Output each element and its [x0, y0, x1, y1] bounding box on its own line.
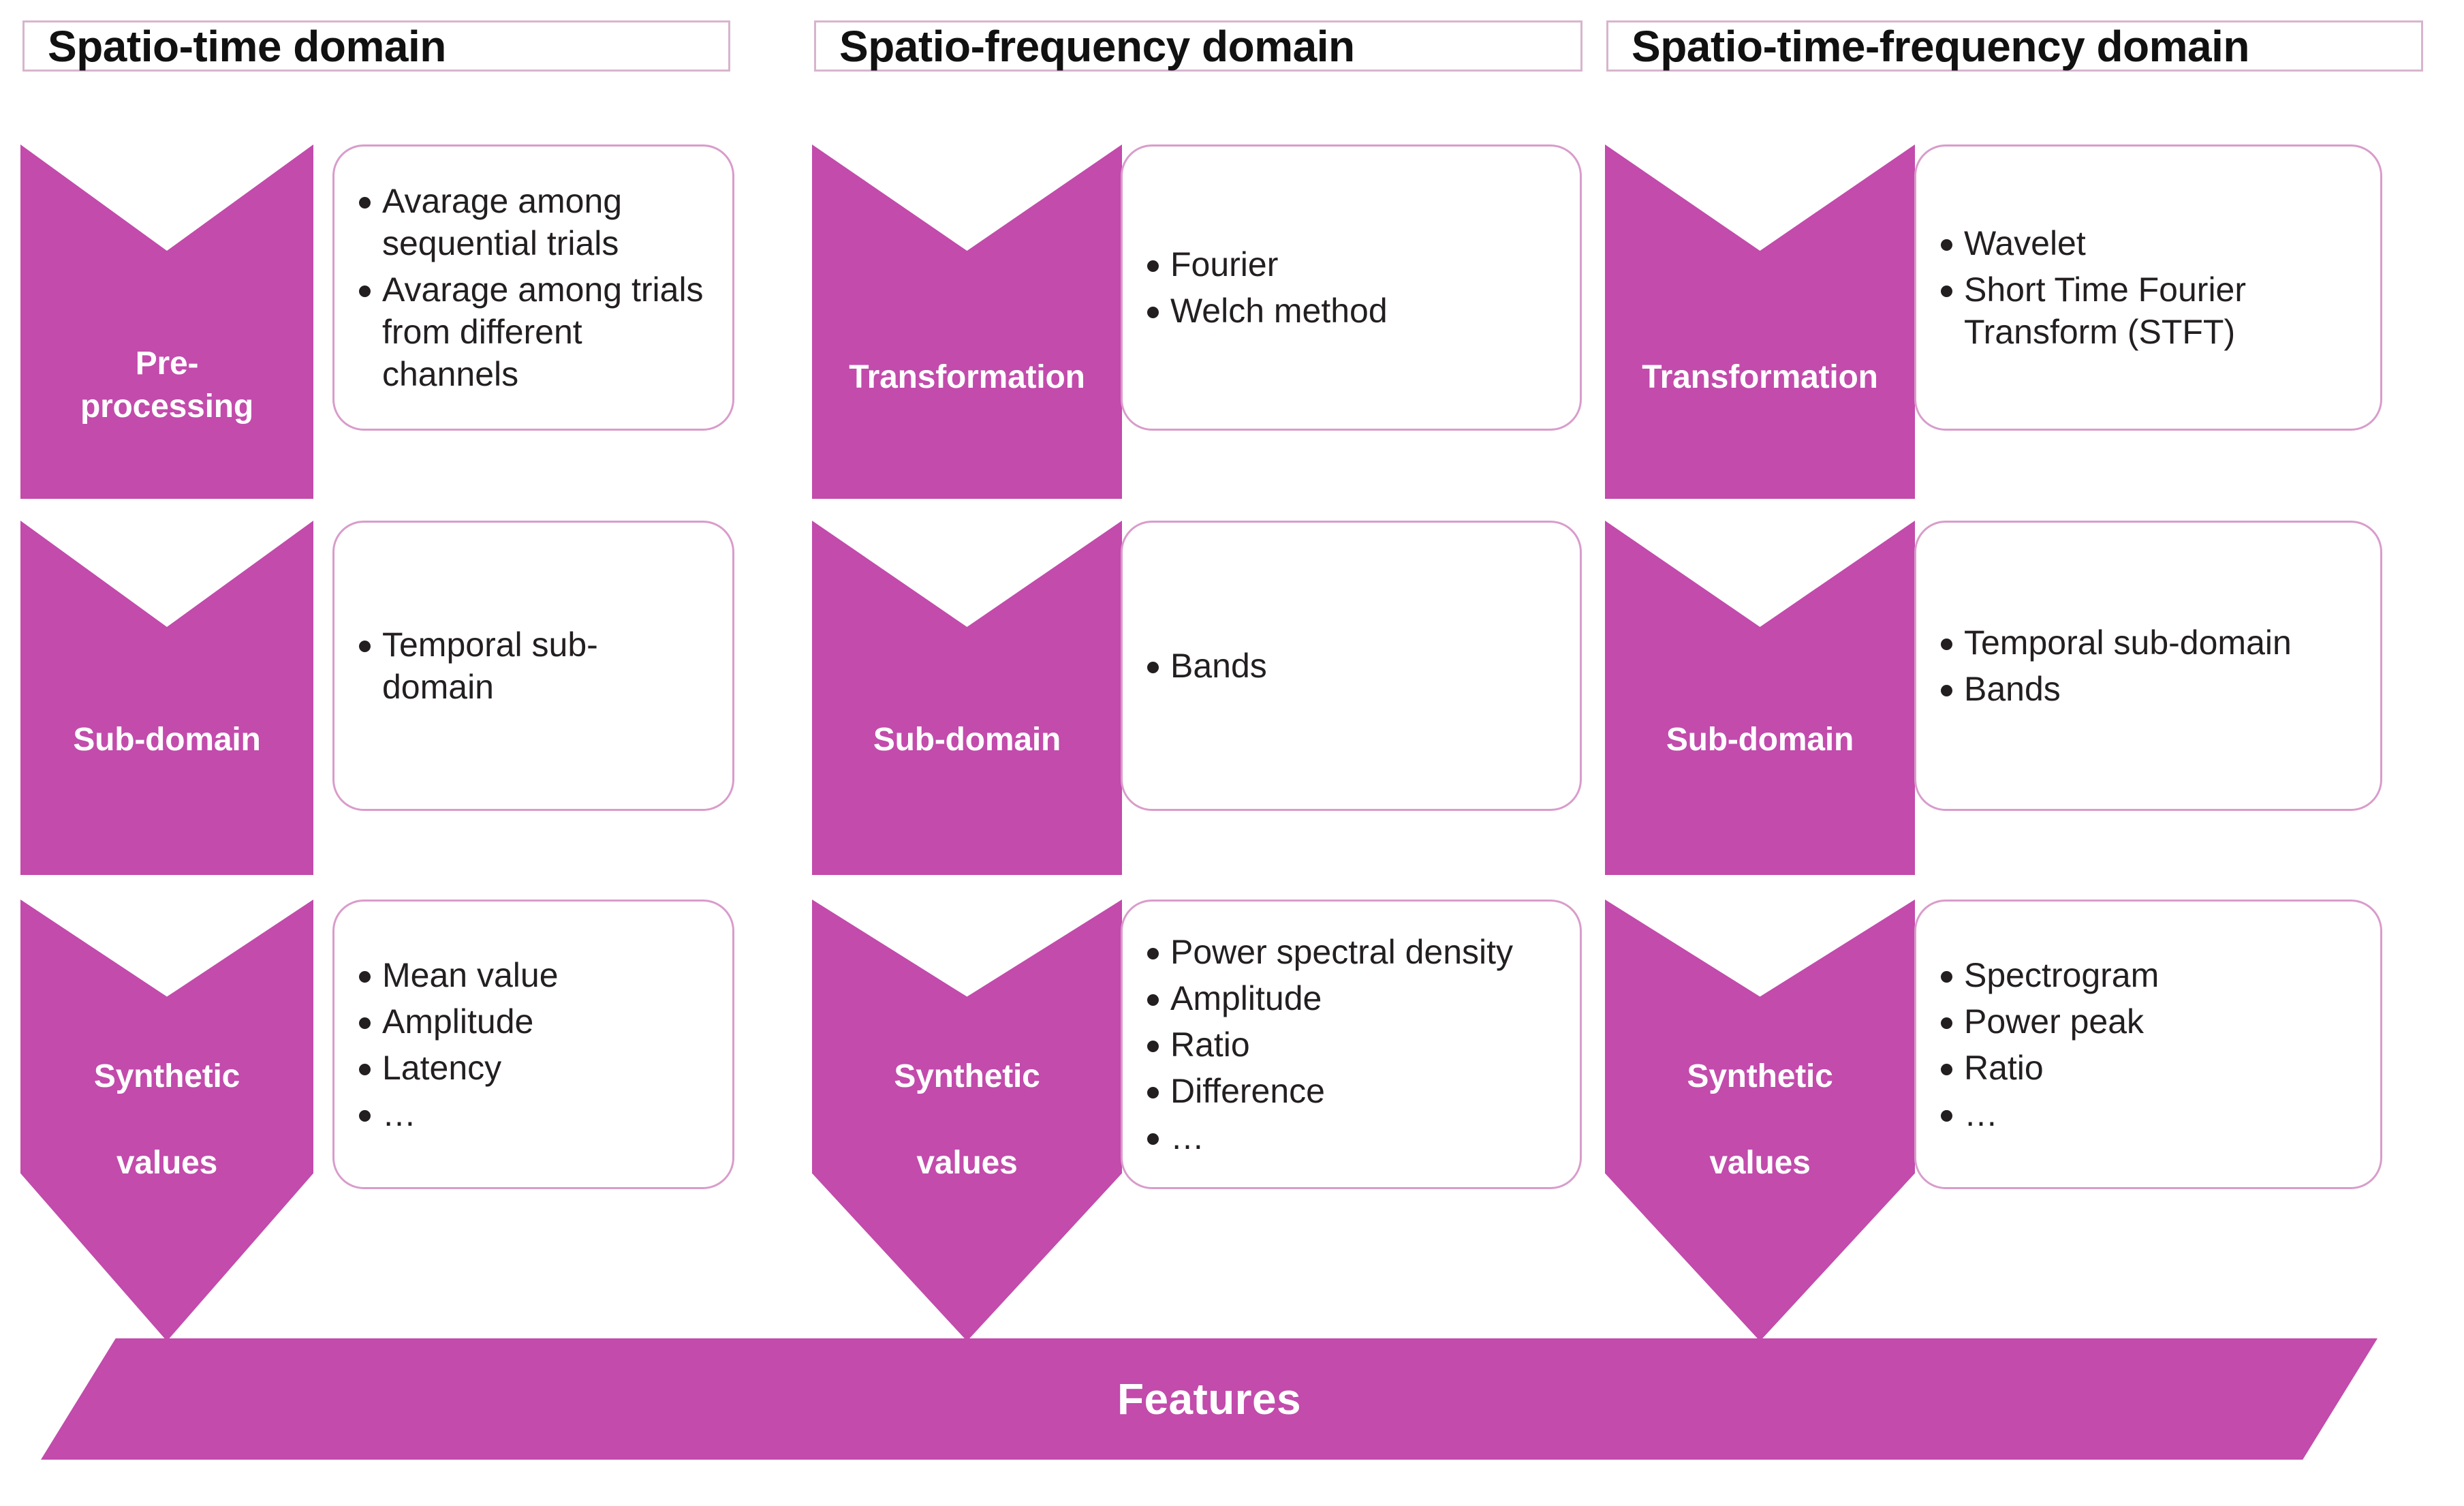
stage-arrow-synthetic-values-2: Synthetic values: [812, 900, 1122, 1341]
stage-label-line-2: values: [116, 1144, 218, 1181]
stage-arrow-label: Sub-domain: [812, 718, 1122, 761]
stage-label-line-2: values: [916, 1144, 1018, 1181]
list-item: Spectrogram: [1934, 954, 2357, 996]
column-header-spatio-frequency: Spatio-frequency domain: [814, 20, 1582, 72]
stage-label-line-1: Synthetic: [1687, 1058, 1833, 1094]
stage-label-line-1: Sub-domain: [873, 722, 1061, 758]
list-item: Temporal sub-domain: [352, 624, 709, 708]
list-item: Amplitude: [352, 1000, 709, 1043]
stage-card-sub-domain-3: Temporal sub-domain Bands: [1914, 521, 2382, 811]
stage-label-line-2: values: [1709, 1144, 1811, 1181]
list-item: Ratio: [1140, 1024, 1557, 1066]
stage-arrow-synthetic-values-3: Synthetic values: [1605, 900, 1915, 1341]
stage-label-line-1: Synthetic: [93, 1058, 240, 1094]
column-header-spatio-time-frequency: Spatio-time-frequency domain: [1606, 20, 2423, 72]
stage-arrow-synthetic-values-1: Synthetic values: [20, 900, 313, 1341]
stage-arrow-sub-domain-1: Sub-domain: [20, 521, 313, 875]
stage-label-line-1: Pre-: [135, 345, 199, 382]
list-item: Bands: [1140, 645, 1557, 687]
list-item: …: [1934, 1093, 2357, 1135]
stage-arrow-label: Synthetic values: [812, 1055, 1122, 1184]
stage-item-list: Spectrogram Power peak Ratio …: [1934, 954, 2357, 1135]
stage-arrow-label: Sub-domain: [20, 718, 313, 761]
stage-arrow-transformation-2: Transformation: [812, 144, 1122, 499]
list-item: Power peak: [1934, 1000, 2357, 1043]
stage-item-list: Temporal sub-domain: [352, 624, 709, 708]
list-item: …: [352, 1093, 709, 1135]
stage-label-line-2: processing: [80, 388, 254, 425]
stage-arrow-label: Transformation: [1605, 356, 1915, 399]
stage-arrow-sub-domain-2: Sub-domain: [812, 521, 1122, 875]
stage-item-list: Wavelet Short Time Fourier Transform (ST…: [1934, 222, 2357, 353]
stage-card-transformation-2: Fourier Welch method: [1121, 144, 1582, 431]
stage-card-pre-processing: Avarage among sequential trials Avarage …: [332, 144, 734, 431]
list-item: Latency: [352, 1047, 709, 1089]
list-item: Difference: [1140, 1070, 1557, 1112]
list-item: Ratio: [1934, 1047, 2357, 1089]
stage-arrow-label: Transformation: [812, 356, 1122, 399]
stage-item-list: Power spectral density Amplitude Ratio D…: [1140, 931, 1557, 1158]
features-label: Features: [1117, 1374, 1301, 1424]
list-item: Avarage among trials from different chan…: [352, 268, 709, 395]
stage-card-synthetic-values-1: Mean value Amplitude Latency …: [332, 900, 734, 1189]
column-header-label: Spatio-time-frequency domain: [1632, 21, 2250, 71]
stage-arrow-label: Synthetic values: [1605, 1055, 1915, 1184]
stage-arrow-label: Sub-domain: [1605, 718, 1915, 761]
stage-arrow-pre-processing: Pre- processing: [20, 144, 313, 499]
stage-label-line-1: Sub-domain: [1666, 722, 1854, 758]
list-item: Bands: [1934, 668, 2357, 710]
stage-item-list: Avarage among sequential trials Avarage …: [352, 180, 709, 395]
list-item: Amplitude: [1140, 977, 1557, 1019]
stage-card-sub-domain-2: Bands: [1121, 521, 1582, 811]
stage-arrow-label: Pre- processing: [20, 342, 313, 429]
list-item: Mean value: [352, 954, 709, 996]
stage-arrow-transformation-3: Transformation: [1605, 144, 1915, 499]
list-item: Short Time Fourier Transform (STFT): [1934, 268, 2357, 353]
list-item: Power spectral density: [1140, 931, 1557, 973]
stage-item-list: Fourier Welch method: [1140, 243, 1557, 332]
list-item: Fourier: [1140, 243, 1557, 286]
stage-card-transformation-3: Wavelet Short Time Fourier Transform (ST…: [1914, 144, 2382, 431]
stage-label-line-1: Sub-domain: [73, 722, 261, 758]
features-bar: Features: [41, 1338, 2377, 1460]
stage-arrow-sub-domain-3: Sub-domain: [1605, 521, 1915, 875]
list-item: Wavelet: [1934, 222, 2357, 264]
column-header-spatio-time: Spatio-time domain: [22, 20, 730, 72]
stage-card-synthetic-values-2: Power spectral density Amplitude Ratio D…: [1121, 900, 1582, 1189]
stage-label-line-1: Transformation: [849, 359, 1085, 395]
list-item: Temporal sub-domain: [1934, 621, 2357, 664]
stage-item-list: Temporal sub-domain Bands: [1934, 621, 2357, 710]
list-item: Avarage among sequential trials: [352, 180, 709, 264]
column-header-label: Spatio-frequency domain: [839, 21, 1355, 71]
column-header-label: Spatio-time domain: [48, 21, 446, 71]
stage-label-line-1: Synthetic: [894, 1058, 1040, 1094]
stage-label-line-1: Transformation: [1642, 359, 1878, 395]
stage-card-sub-domain-1: Temporal sub-domain: [332, 521, 734, 811]
stage-item-list: Bands: [1140, 645, 1557, 687]
stage-card-synthetic-values-3: Spectrogram Power peak Ratio …: [1914, 900, 2382, 1189]
list-item: …: [1140, 1116, 1557, 1158]
stage-arrow-label: Synthetic values: [20, 1055, 313, 1184]
stage-item-list: Mean value Amplitude Latency …: [352, 954, 709, 1135]
list-item: Welch method: [1140, 290, 1557, 332]
